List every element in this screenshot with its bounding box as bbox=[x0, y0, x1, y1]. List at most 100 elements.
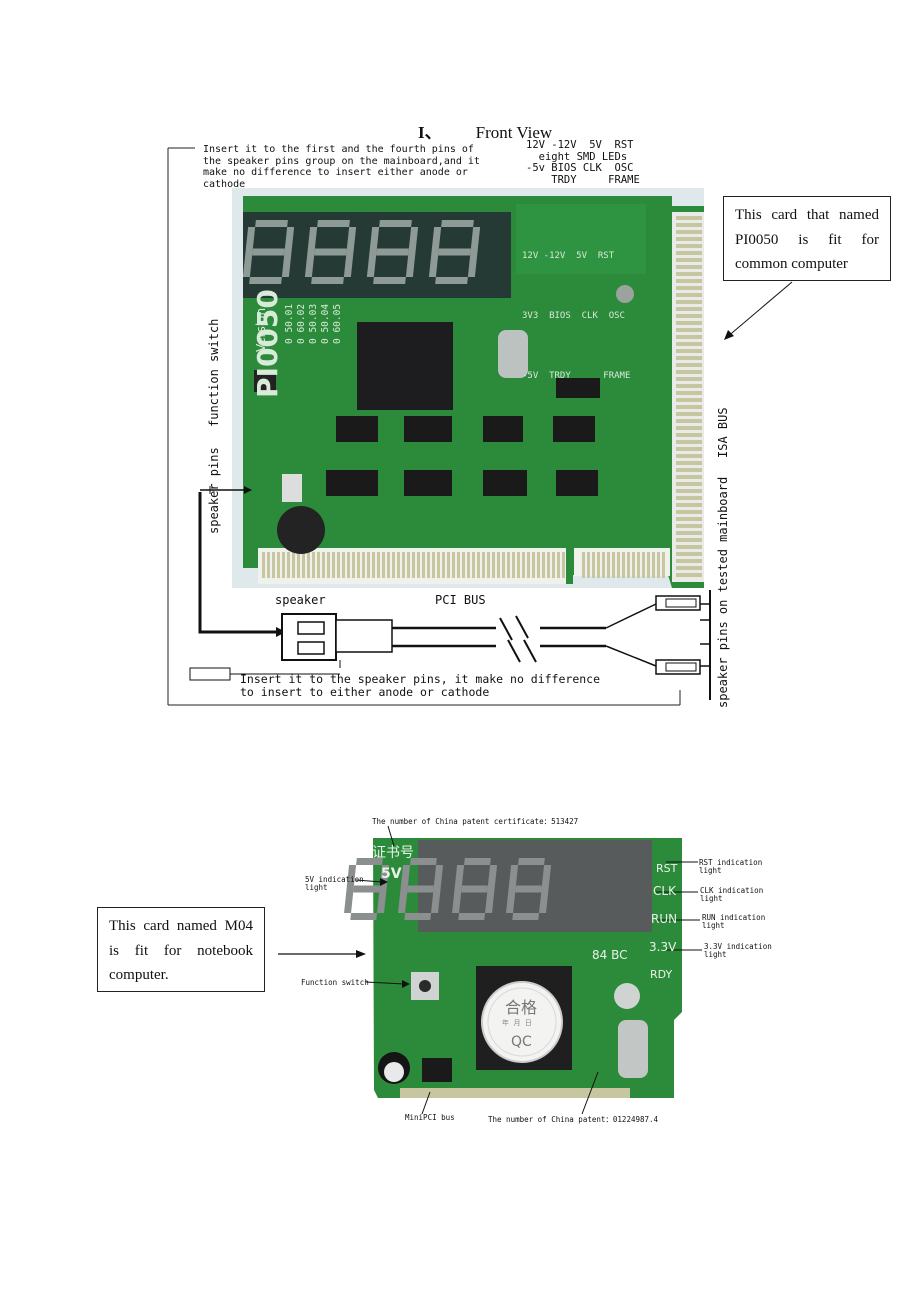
board-rdy-text: RDY bbox=[650, 968, 673, 981]
isa-finger bbox=[676, 531, 702, 535]
pci-finger bbox=[497, 552, 500, 578]
function-switch-label-2: Function switch bbox=[301, 978, 369, 987]
minipci-bus-label: MiniPCI bus bbox=[405, 1113, 455, 1122]
section-number: I、 bbox=[418, 123, 442, 142]
rst-indication-label: RST indication light bbox=[699, 859, 762, 875]
segment bbox=[407, 885, 434, 893]
segment bbox=[317, 220, 350, 227]
v33-indication-label: 3.3V indication light bbox=[704, 943, 772, 959]
label-line: 5V indication bbox=[305, 875, 364, 884]
segment bbox=[408, 227, 419, 252]
segment bbox=[435, 277, 468, 284]
ic bbox=[483, 416, 523, 442]
pci-finger bbox=[292, 552, 295, 578]
isa-finger bbox=[676, 489, 702, 493]
jumper bbox=[422, 1058, 452, 1082]
pci-finger bbox=[552, 552, 555, 578]
pci-finger bbox=[652, 552, 655, 578]
led-area bbox=[516, 204, 646, 274]
qc-sticker bbox=[481, 981, 563, 1063]
segment bbox=[487, 865, 498, 889]
clk-indication-label: CLK indication light bbox=[700, 887, 763, 903]
pci-finger bbox=[527, 552, 530, 578]
segment bbox=[441, 220, 474, 227]
pci-finger bbox=[362, 552, 365, 578]
segment bbox=[461, 885, 488, 893]
segment bbox=[452, 889, 462, 913]
segment bbox=[346, 865, 357, 889]
segment bbox=[377, 889, 387, 913]
pci-finger bbox=[627, 552, 630, 578]
pci-finger bbox=[507, 552, 510, 578]
isa-finger bbox=[676, 321, 702, 325]
pci-finger bbox=[307, 552, 310, 578]
segment bbox=[410, 858, 437, 865]
ic bbox=[404, 470, 452, 496]
pci-finger bbox=[532, 552, 535, 578]
pci-finger bbox=[392, 552, 395, 578]
segment bbox=[431, 889, 441, 913]
ic bbox=[483, 470, 527, 496]
segment bbox=[398, 889, 408, 913]
buzzer bbox=[277, 506, 325, 554]
label-line: CLK indication bbox=[700, 886, 764, 895]
label-line: light bbox=[699, 866, 722, 875]
pci-finger bbox=[337, 552, 340, 578]
note-line: Insert it to the first and the fourth pi… bbox=[203, 144, 474, 155]
pci-finger bbox=[612, 552, 615, 578]
label-line: light bbox=[702, 921, 725, 930]
pci-finger bbox=[457, 552, 460, 578]
isa-finger bbox=[676, 328, 702, 332]
segment bbox=[373, 277, 406, 284]
patent-number-label: The number of China patent：01224987.4 bbox=[488, 1115, 659, 1124]
segment bbox=[428, 252, 439, 277]
label-line: 3.3V indication bbox=[704, 942, 772, 951]
pci-finger bbox=[372, 552, 375, 578]
isa-finger bbox=[676, 293, 702, 297]
pci-finger bbox=[277, 552, 280, 578]
pci-finger bbox=[557, 552, 560, 578]
isa-finger bbox=[676, 440, 702, 444]
isa-finger bbox=[676, 461, 702, 465]
note-line: Insert it to the speaker pins, it make n… bbox=[240, 672, 601, 686]
isa-finger bbox=[676, 559, 702, 563]
pci-finger bbox=[442, 552, 445, 578]
pci-finger bbox=[602, 552, 605, 578]
segment bbox=[343, 252, 354, 277]
pci-finger bbox=[647, 552, 650, 578]
board-5v-text: 5V bbox=[381, 866, 402, 882]
run-indication-label: RUN indication light bbox=[702, 914, 765, 930]
segment bbox=[405, 252, 416, 277]
pci-finger bbox=[622, 552, 625, 578]
isa-finger bbox=[676, 216, 702, 220]
pci-finger bbox=[397, 552, 400, 578]
qc-date-text: 年 月 日 bbox=[502, 1019, 532, 1027]
isa-finger bbox=[676, 496, 702, 500]
ic bbox=[556, 470, 598, 496]
isa-finger bbox=[676, 468, 702, 472]
print-line: -5V TRDY FRAME bbox=[522, 371, 631, 381]
segment bbox=[281, 252, 292, 277]
ic bbox=[553, 416, 595, 442]
pci-finger bbox=[637, 552, 640, 578]
isa-finger bbox=[676, 447, 702, 451]
label-line: light bbox=[305, 883, 328, 892]
segment bbox=[515, 885, 542, 893]
label-line: RUN indication bbox=[702, 913, 766, 922]
segment bbox=[304, 252, 315, 277]
pci-finger bbox=[447, 552, 450, 578]
segment bbox=[284, 227, 295, 252]
isa-finger bbox=[676, 349, 702, 353]
pci-finger bbox=[402, 552, 405, 578]
isa-finger bbox=[676, 454, 702, 458]
segment bbox=[431, 227, 442, 252]
isa-finger bbox=[676, 258, 702, 262]
pci-finger bbox=[452, 552, 455, 578]
isa-finger bbox=[676, 482, 702, 486]
isa-finger bbox=[676, 223, 702, 227]
isa-finger bbox=[676, 265, 702, 269]
pci-finger bbox=[297, 552, 300, 578]
segment bbox=[245, 227, 256, 252]
